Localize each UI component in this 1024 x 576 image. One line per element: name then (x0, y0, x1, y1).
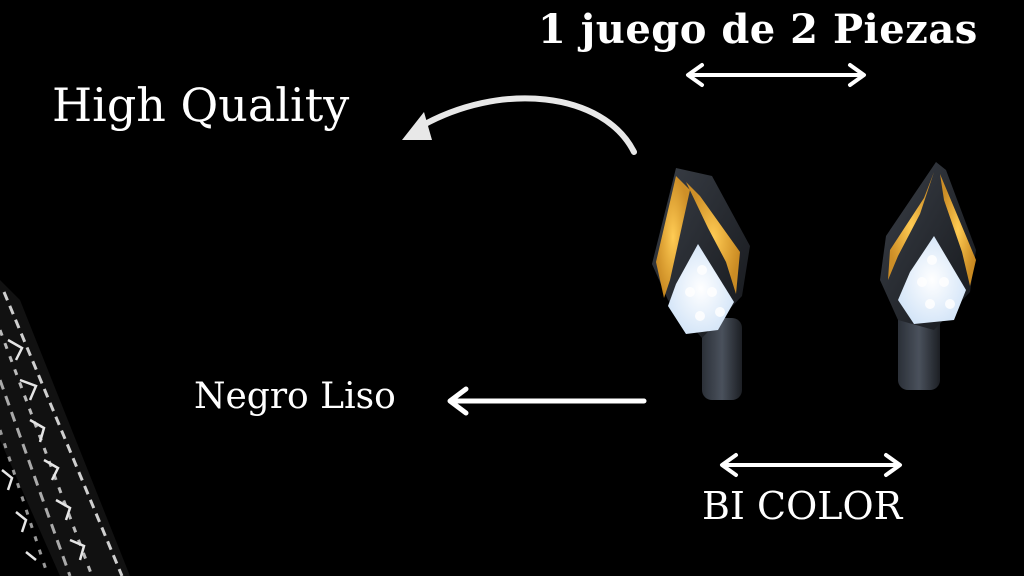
turn-signal-left (652, 168, 750, 400)
double-arrow-bottom-icon (720, 453, 902, 477)
curved-arrow-head (402, 112, 432, 140)
left-arrow-icon (447, 386, 647, 416)
set-title: 1 juego de 2 Piezas (538, 6, 978, 53)
quality-label: High Quality (52, 78, 350, 132)
bicolor-label: BI COLOR (702, 484, 903, 528)
turn-signal-right (880, 162, 976, 390)
curved-arrow-icon (415, 95, 637, 155)
double-arrow-top-icon (686, 63, 866, 87)
tire-tread-icon (0, 280, 130, 576)
finish-label: Negro Liso (194, 376, 396, 417)
